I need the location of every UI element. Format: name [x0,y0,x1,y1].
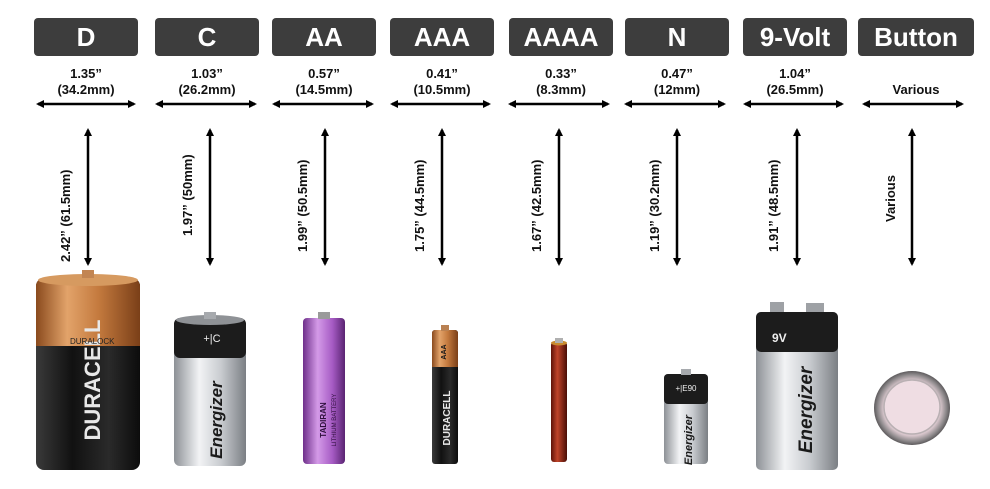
width-value: Various [892,82,940,97]
width-dimension-9-volt: 1.04”(26.5mm) [725,66,865,98]
brand-label: Energizer [207,380,226,459]
brand-label: Energizer [796,365,817,453]
width-dimension-aaa: 0.41”(10.5mm) [372,66,512,98]
width-inches: 0.41” [426,66,458,81]
battery-aa-image: TADIRAN LITHIUM BATTERY [303,312,345,464]
width-dimension-button: Various [846,82,986,98]
type-label: Button [874,21,958,52]
width-mm: (34.2mm) [57,82,115,97]
width-mm: (26.2mm) [178,82,236,97]
type-tag-d: D [34,18,138,56]
width-inches: 0.47” [661,66,693,81]
width-inches: 1.35” [70,66,102,81]
width-dimension-d: 1.35”(34.2mm) [16,66,156,98]
width-dimension-c: 1.03”(26.2mm) [137,66,277,98]
width-mm: (14.5mm) [295,82,353,97]
type-label: 9-Volt [759,21,831,52]
marking-label: +|E90 [676,384,698,393]
height-arrows [84,128,916,266]
width-mm: (12mm) [653,82,701,97]
battery-button-image [874,371,950,445]
marking-label: 9V [772,331,787,345]
type-tag-aa: AA [272,18,376,56]
type-label: AAAA [523,21,599,52]
type-label: C [197,21,217,52]
type-label: N [667,21,687,52]
type-label: AA [305,21,343,52]
type-tag-9-volt: 9-Volt [743,18,847,56]
width-inches: 1.03” [191,66,223,81]
type-tag-c: C [155,18,259,56]
width-dimension-aaaa: 0.33”(8.3mm) [491,66,631,98]
width-inches: 0.33” [545,66,577,81]
marking-label: LITHIUM BATTERY [332,394,338,447]
battery-c-image: +|C Energizer [174,312,246,466]
brand-label: Energizer [683,414,695,465]
battery-n-image: +|E90 Energizer [664,369,708,465]
type-tag-n: N [625,18,729,56]
width-mm: (10.5mm) [413,82,471,97]
battery-aaa-image: DURACELL AAA [432,325,458,464]
type-label: D [76,21,96,52]
battery-d-image: DURACELL DURALOCK [36,270,140,470]
type-label: AAA [413,21,471,52]
brand-label: DURACELL [442,391,453,446]
marking-label: DURALOCK [70,337,115,346]
width-inches: 0.57” [308,66,340,81]
battery-aaaa-image [551,338,567,462]
type-tag-aaa: AAA [390,18,494,56]
type-tag-aaaa: AAAA [509,18,613,56]
marking-label: +|C [203,333,220,345]
width-dimension-n: 0.47”(12mm) [607,66,747,98]
brand-label: DURACELL [80,320,105,441]
width-inches: 1.04” [779,66,811,81]
type-tag-button: Button [858,18,974,56]
marking-label: AAA [441,344,448,359]
width-mm: (26.5mm) [766,82,824,97]
width-dimension-aa: 0.57”(14.5mm) [254,66,394,98]
width-mm: (8.3mm) [536,82,586,97]
brand-label: TADIRAN [319,402,328,438]
battery-9-volt-image: 9V Energizer [756,302,838,470]
